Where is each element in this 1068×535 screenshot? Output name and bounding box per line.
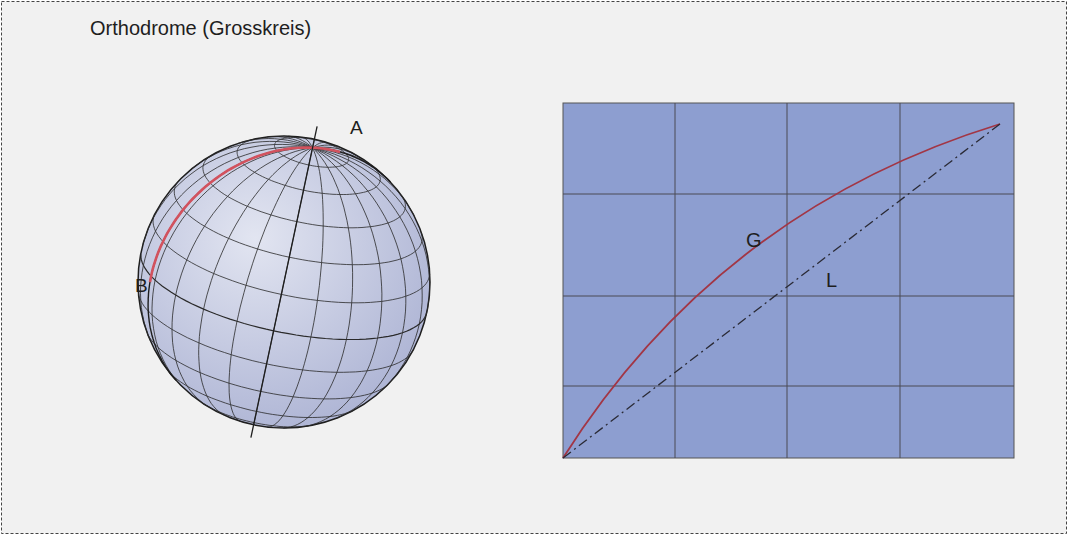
globe-line bbox=[267, 351, 413, 373]
earth-axis bbox=[251, 126, 317, 437]
globe-line bbox=[261, 385, 387, 399]
globe-line bbox=[283, 148, 352, 428]
great-circle-route bbox=[563, 124, 1000, 458]
globe-line bbox=[148, 282, 176, 380]
globe-line bbox=[229, 148, 313, 422]
line-label: L bbox=[826, 270, 837, 290]
globe-line bbox=[150, 148, 340, 282]
globe-line bbox=[254, 423, 309, 427]
globe-line bbox=[306, 148, 382, 426]
map-panel bbox=[563, 103, 1014, 458]
globe-line bbox=[313, 148, 383, 175]
globe-line bbox=[304, 162, 381, 194]
globe-line bbox=[289, 232, 422, 265]
globe-line bbox=[172, 148, 313, 405]
globe-line bbox=[141, 254, 274, 331]
diagram-title: Orthodrome (Grosskreis) bbox=[90, 18, 311, 38]
globe-line bbox=[203, 155, 297, 222]
globe-line bbox=[203, 403, 254, 422]
globe-line bbox=[281, 274, 429, 303]
globe-line bbox=[313, 148, 415, 217]
globe-line bbox=[313, 148, 406, 418]
point-label: A bbox=[350, 118, 363, 137]
globe-line bbox=[267, 148, 323, 427]
globe-line bbox=[313, 148, 430, 313]
great-circle bbox=[148, 148, 390, 381]
globe-line bbox=[257, 411, 354, 418]
globe-line bbox=[274, 312, 427, 339]
point-label: B bbox=[135, 276, 148, 295]
globe-line bbox=[150, 148, 391, 282]
globe-line bbox=[237, 139, 303, 191]
globe-line bbox=[313, 148, 423, 390]
map-grid bbox=[563, 103, 1014, 458]
line-label: G bbox=[746, 230, 762, 250]
rhumb-line bbox=[563, 124, 1000, 458]
globe-line bbox=[148, 335, 261, 392]
globe-line bbox=[297, 195, 406, 228]
globe-line bbox=[174, 180, 289, 257]
globe-line bbox=[191, 141, 312, 169]
